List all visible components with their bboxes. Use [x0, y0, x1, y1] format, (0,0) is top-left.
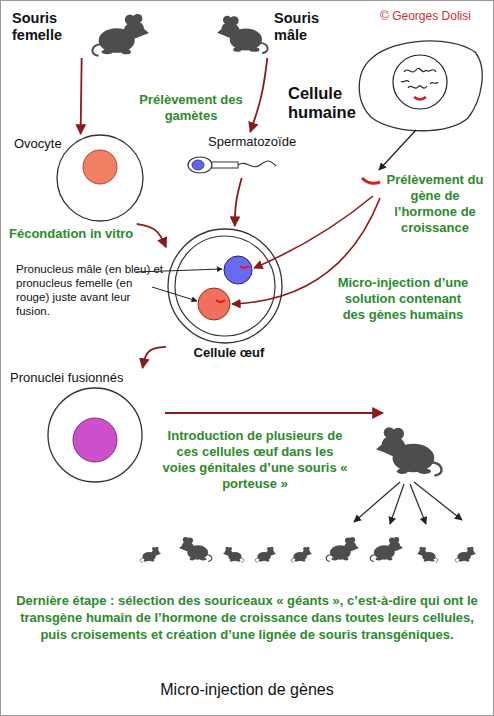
cell-node: Ovocyte: [12, 134, 148, 224]
birth-arrow: [390, 484, 404, 524]
process-arrow: [235, 178, 242, 226]
giant-pup: [370, 537, 403, 561]
female-mouse: [92, 14, 149, 56]
mouse-node: Souris femelle: [12, 8, 152, 58]
copyright-note: © Georges Dolisi: [380, 9, 492, 23]
zona-pellucida: [168, 229, 282, 343]
transfer-arrow: [165, 412, 383, 414]
chromosome: [404, 68, 426, 72]
gene: [414, 97, 426, 100]
ovocyte-nucleus: [83, 150, 117, 184]
step-label: Fécondation in vitro: [9, 226, 159, 242]
female-pronucleus: [198, 288, 230, 320]
male-mouse: [217, 16, 268, 53]
process-arrow: [143, 347, 166, 368]
sperm-head: [188, 157, 212, 173]
fused-cell: [48, 388, 142, 482]
pup: [417, 547, 438, 562]
step-label: Prélèvement des gamètes: [135, 92, 247, 124]
mouse-node: Souris mâle: [214, 8, 332, 58]
chromosome: [430, 82, 438, 84]
node-text: Cellule humaine: [288, 84, 366, 122]
node-text: Ovocyte: [14, 136, 84, 151]
injected-gene: [240, 266, 249, 268]
birth-arrow: [414, 482, 462, 520]
chromosome: [426, 70, 436, 72]
caption: Micro-injection de gènes: [0, 680, 494, 699]
cell-node: Cellule humaine: [288, 38, 484, 136]
chromosome: [401, 81, 409, 82]
node-text: Cellule œuf: [184, 345, 274, 360]
pup: [455, 547, 476, 562]
chromosome: [408, 86, 427, 88]
step-label: Prélèvement du gène de l’hormone de croi…: [382, 172, 488, 236]
pup: [291, 547, 312, 562]
human-cell: [359, 41, 482, 131]
note-text: Pronucleus mâle (en bleu) et pronucleus …: [16, 262, 166, 318]
giant-pup: [326, 537, 359, 561]
cell-node: Cellule œuf: [166, 226, 284, 362]
sperm-nucleus: [192, 160, 204, 170]
ovocyte-cell: [57, 135, 143, 221]
leader-arrow: [152, 287, 197, 301]
injection-arrow: [254, 196, 373, 268]
egg-membrane: [175, 236, 275, 336]
nucleus: [393, 55, 447, 109]
fused-pronuclei: [73, 418, 117, 462]
node-text: Pronuclei fusionnés: [10, 370, 148, 385]
injected-gene: [216, 300, 225, 302]
node-text: Souris mâle: [274, 10, 332, 44]
pup: [223, 547, 244, 562]
gene-fragment: [362, 178, 380, 183]
sperm-midpiece: [211, 162, 238, 168]
pup: [255, 547, 276, 562]
pup: [140, 547, 161, 562]
male-pronucleus: [224, 256, 252, 284]
extraction-arrow: [379, 130, 416, 170]
cell-node: Pronuclei fusionnés: [8, 368, 150, 482]
step-label: Micro-injection d’une solution contenant…: [333, 275, 473, 323]
cell-node: Spermatozoïde: [186, 132, 304, 178]
giant-pup: [179, 537, 212, 561]
conclusion-text: Dernière étape : sélection des souriceau…: [10, 592, 484, 643]
node-text: Souris femelle: [12, 10, 72, 44]
process-arrow: [250, 58, 267, 132]
step-label: Introduction de plusieurs de ces cellule…: [160, 428, 350, 492]
node-text: Spermatozoïde: [208, 134, 304, 149]
process-arrow: [81, 58, 82, 134]
surrogate-mouse: [376, 427, 442, 475]
sperm-tail: [238, 161, 276, 167]
process-arrow: [137, 224, 166, 247]
